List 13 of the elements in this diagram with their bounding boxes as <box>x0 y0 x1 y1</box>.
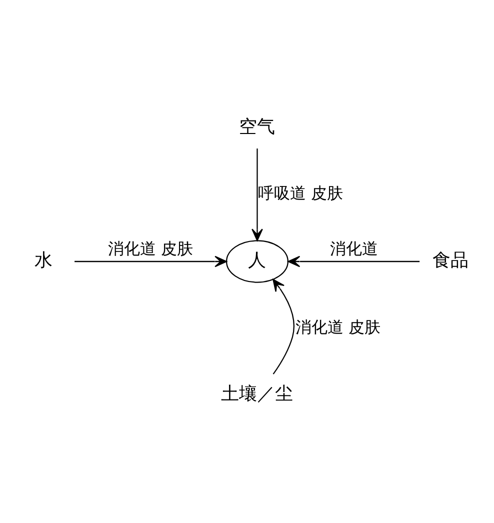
node-text: 食品 <box>432 250 469 271</box>
node-text: 水 <box>34 250 52 271</box>
edge-label: 消化道 皮肤 <box>295 318 380 337</box>
arrow <box>272 278 294 374</box>
node-ellipse: 人 <box>226 240 288 283</box>
node-text: 土壤／尘 <box>221 383 294 404</box>
edge-label: 呼吸道 皮肤 <box>258 184 343 203</box>
arrow <box>252 148 263 242</box>
edge-label: 消化道 皮肤 <box>108 238 193 258</box>
arrow <box>288 256 420 268</box>
node-text: 空气 <box>239 116 276 138</box>
arrow <box>74 256 228 268</box>
edge-label: 消化道 <box>330 238 378 258</box>
